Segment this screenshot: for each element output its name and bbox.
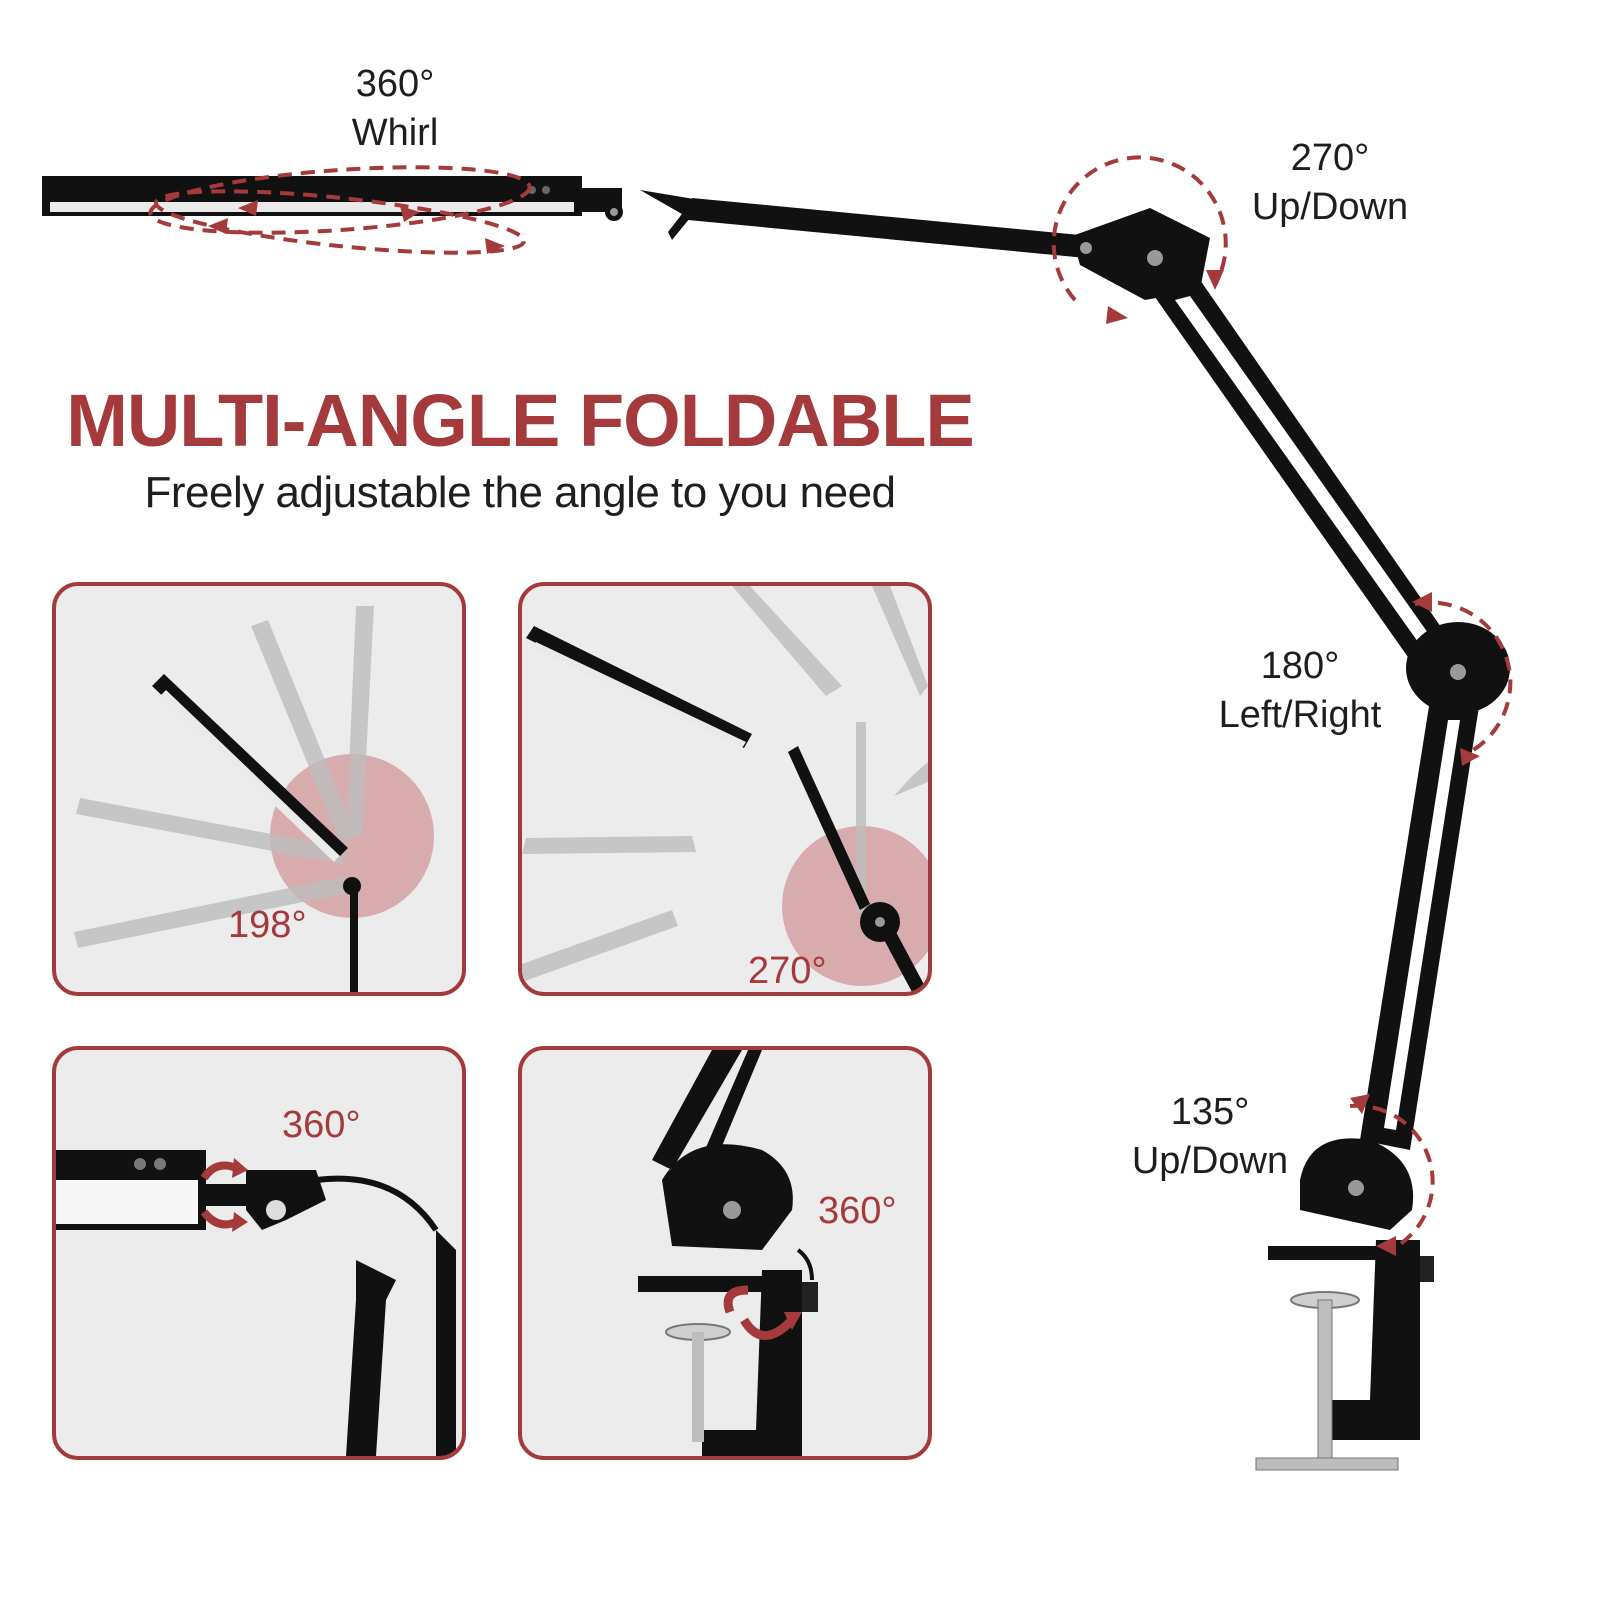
bottom-joint-text: Up/Down bbox=[1131, 1140, 1289, 1183]
bottom-joint-degree: 135° bbox=[1170, 1091, 1250, 1133]
upper-arm bbox=[688, 198, 1090, 258]
panel-head-tilt: 198° bbox=[52, 582, 466, 996]
panel-arm-tilt: 270° bbox=[518, 582, 932, 996]
top-joint-degree: 270° bbox=[1290, 137, 1370, 179]
head-connector bbox=[582, 188, 700, 240]
whirl-degree: 360° bbox=[355, 63, 435, 105]
panel-4-degree: 360° bbox=[818, 1190, 897, 1232]
panel-2-degree: 270° bbox=[748, 950, 827, 992]
head-tilt-illustration bbox=[74, 606, 434, 992]
whirl-arrowheads bbox=[208, 200, 505, 254]
whirl-text: Whirl bbox=[351, 112, 439, 155]
headline: MULTI-ANGLE FOLDABLE bbox=[66, 379, 975, 462]
panel-3-degree: 360° bbox=[282, 1104, 361, 1146]
middle-joint-degree: 180° bbox=[1260, 645, 1340, 687]
desk-clamp bbox=[1255, 1240, 1434, 1471]
bottom-joint-callout: 135° Up/Down bbox=[1110, 1088, 1310, 1187]
base-rotation-illustration bbox=[638, 1050, 818, 1456]
middle-joint-text: Left/Right bbox=[1218, 694, 1382, 737]
joint-rotation-arrows bbox=[1051, 155, 1513, 1252]
joint-arrowheads bbox=[1106, 270, 1480, 1256]
subline: Freely adjustable the angle to you need bbox=[144, 468, 896, 517]
middle-joint-callout: 180° Left/Right bbox=[1200, 642, 1400, 741]
middle-joint bbox=[1406, 622, 1510, 714]
head-rotation-illustration bbox=[56, 1150, 456, 1456]
panel-head-rotation: 360° bbox=[52, 1046, 466, 1460]
arm-tilt-illustration bbox=[522, 586, 928, 992]
top-joint-callout: 270° Up/Down bbox=[1230, 134, 1430, 233]
top-joint-text: Up/Down bbox=[1251, 186, 1409, 229]
panel-1-degree: 198° bbox=[228, 904, 307, 946]
whirl-callout: 360° Whirl bbox=[300, 60, 490, 159]
top-joint bbox=[1072, 208, 1210, 300]
panel-base-rotation: 360° bbox=[518, 1046, 932, 1460]
bottom-joint bbox=[1300, 1138, 1414, 1230]
whirl-arrows bbox=[148, 165, 532, 255]
